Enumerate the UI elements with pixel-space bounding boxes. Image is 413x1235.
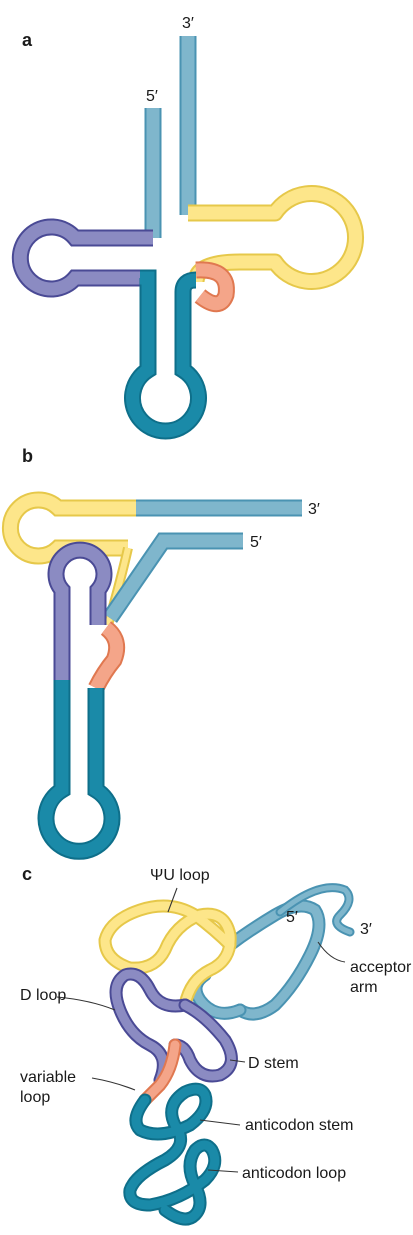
panel-c-letter: c (22, 864, 32, 884)
psi-loop-leader (167, 887, 178, 913)
psi-loop-label: ΨU loop (150, 867, 210, 884)
psi-loop-ribbon (98, 899, 237, 1012)
panel-c-5prime-label: 5′ (286, 909, 298, 926)
d-arm-b (47, 541, 113, 680)
anticodon-arm-b (37, 680, 121, 860)
anticodon-stem-label: anticodon stem (245, 1117, 354, 1134)
acceptor-ribbon (189, 883, 355, 1021)
panel-a: a 3′ 5′ (11, 15, 364, 440)
d-stem-leader (229, 1059, 246, 1063)
d-arm (11, 218, 153, 298)
anticodon-ribbon (123, 1082, 222, 1226)
d-stem-label: D stem (248, 1055, 299, 1072)
panel-c-3prime-label: 3′ (360, 921, 372, 938)
panel-b-3prime-label: 3′ (308, 501, 320, 518)
panel-c: c (20, 864, 412, 1226)
acceptor-arm-label-line1: acceptor (350, 959, 412, 976)
anticodon-loop-label: anticodon loop (242, 1165, 346, 1182)
variable-loop-label-line2: loop (20, 1089, 50, 1106)
variable-loop-leader (91, 1077, 136, 1091)
panel-b: b (1, 446, 320, 860)
panel-a-letter: a (22, 30, 33, 50)
d-arm-ribbon (109, 967, 238, 1087)
anticodon-arm (124, 269, 207, 440)
panel-b-letter: b (22, 446, 33, 466)
variable-loop-label-line1: variable (20, 1069, 76, 1086)
variable-loop-b (88, 621, 126, 692)
acceptor-arm-leader (317, 941, 346, 963)
variable-loop (194, 261, 235, 313)
panel-b-5prime-label: 5′ (250, 534, 262, 551)
panel-a-5prime-label: 5′ (146, 88, 158, 105)
psi-arm (187, 185, 364, 290)
acceptor-5prime-diagonal (102, 532, 243, 623)
panel-a-3prime-label: 3′ (182, 15, 194, 32)
d-loop-label: D loop (20, 987, 66, 1004)
anticodon-loop-leader (207, 1169, 239, 1173)
anticodon-stem-leader (199, 1119, 241, 1126)
d-loop-leader (56, 996, 116, 1011)
acceptor-arm-label-line2: arm (350, 979, 378, 996)
